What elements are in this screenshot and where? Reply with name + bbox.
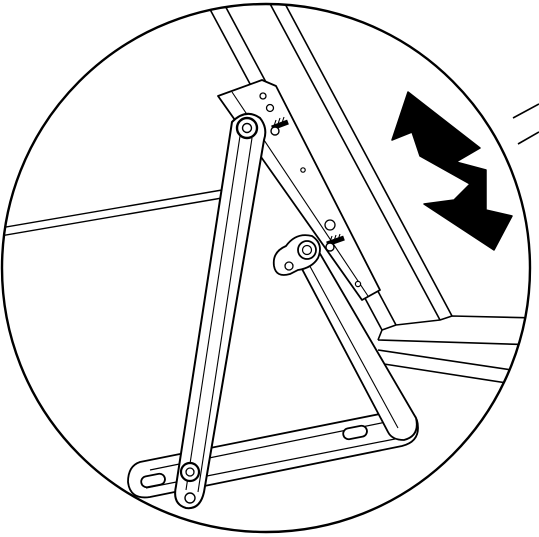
screw-lower xyxy=(325,233,345,252)
screw-upper xyxy=(270,116,289,136)
floor-edge-line xyxy=(2,189,223,237)
callout-leader xyxy=(512,103,539,145)
slot-right xyxy=(342,424,368,441)
main-leg-arm xyxy=(174,112,267,510)
slot-left xyxy=(140,472,166,489)
screw-icon xyxy=(270,116,345,252)
cam-knob xyxy=(272,234,321,276)
double-arrow-icon xyxy=(391,91,513,251)
diagonal-arm xyxy=(291,239,418,441)
bottom-slotted-bar xyxy=(127,409,419,499)
detail-circle-content xyxy=(2,4,530,510)
detail-circle-outline xyxy=(0,2,532,534)
